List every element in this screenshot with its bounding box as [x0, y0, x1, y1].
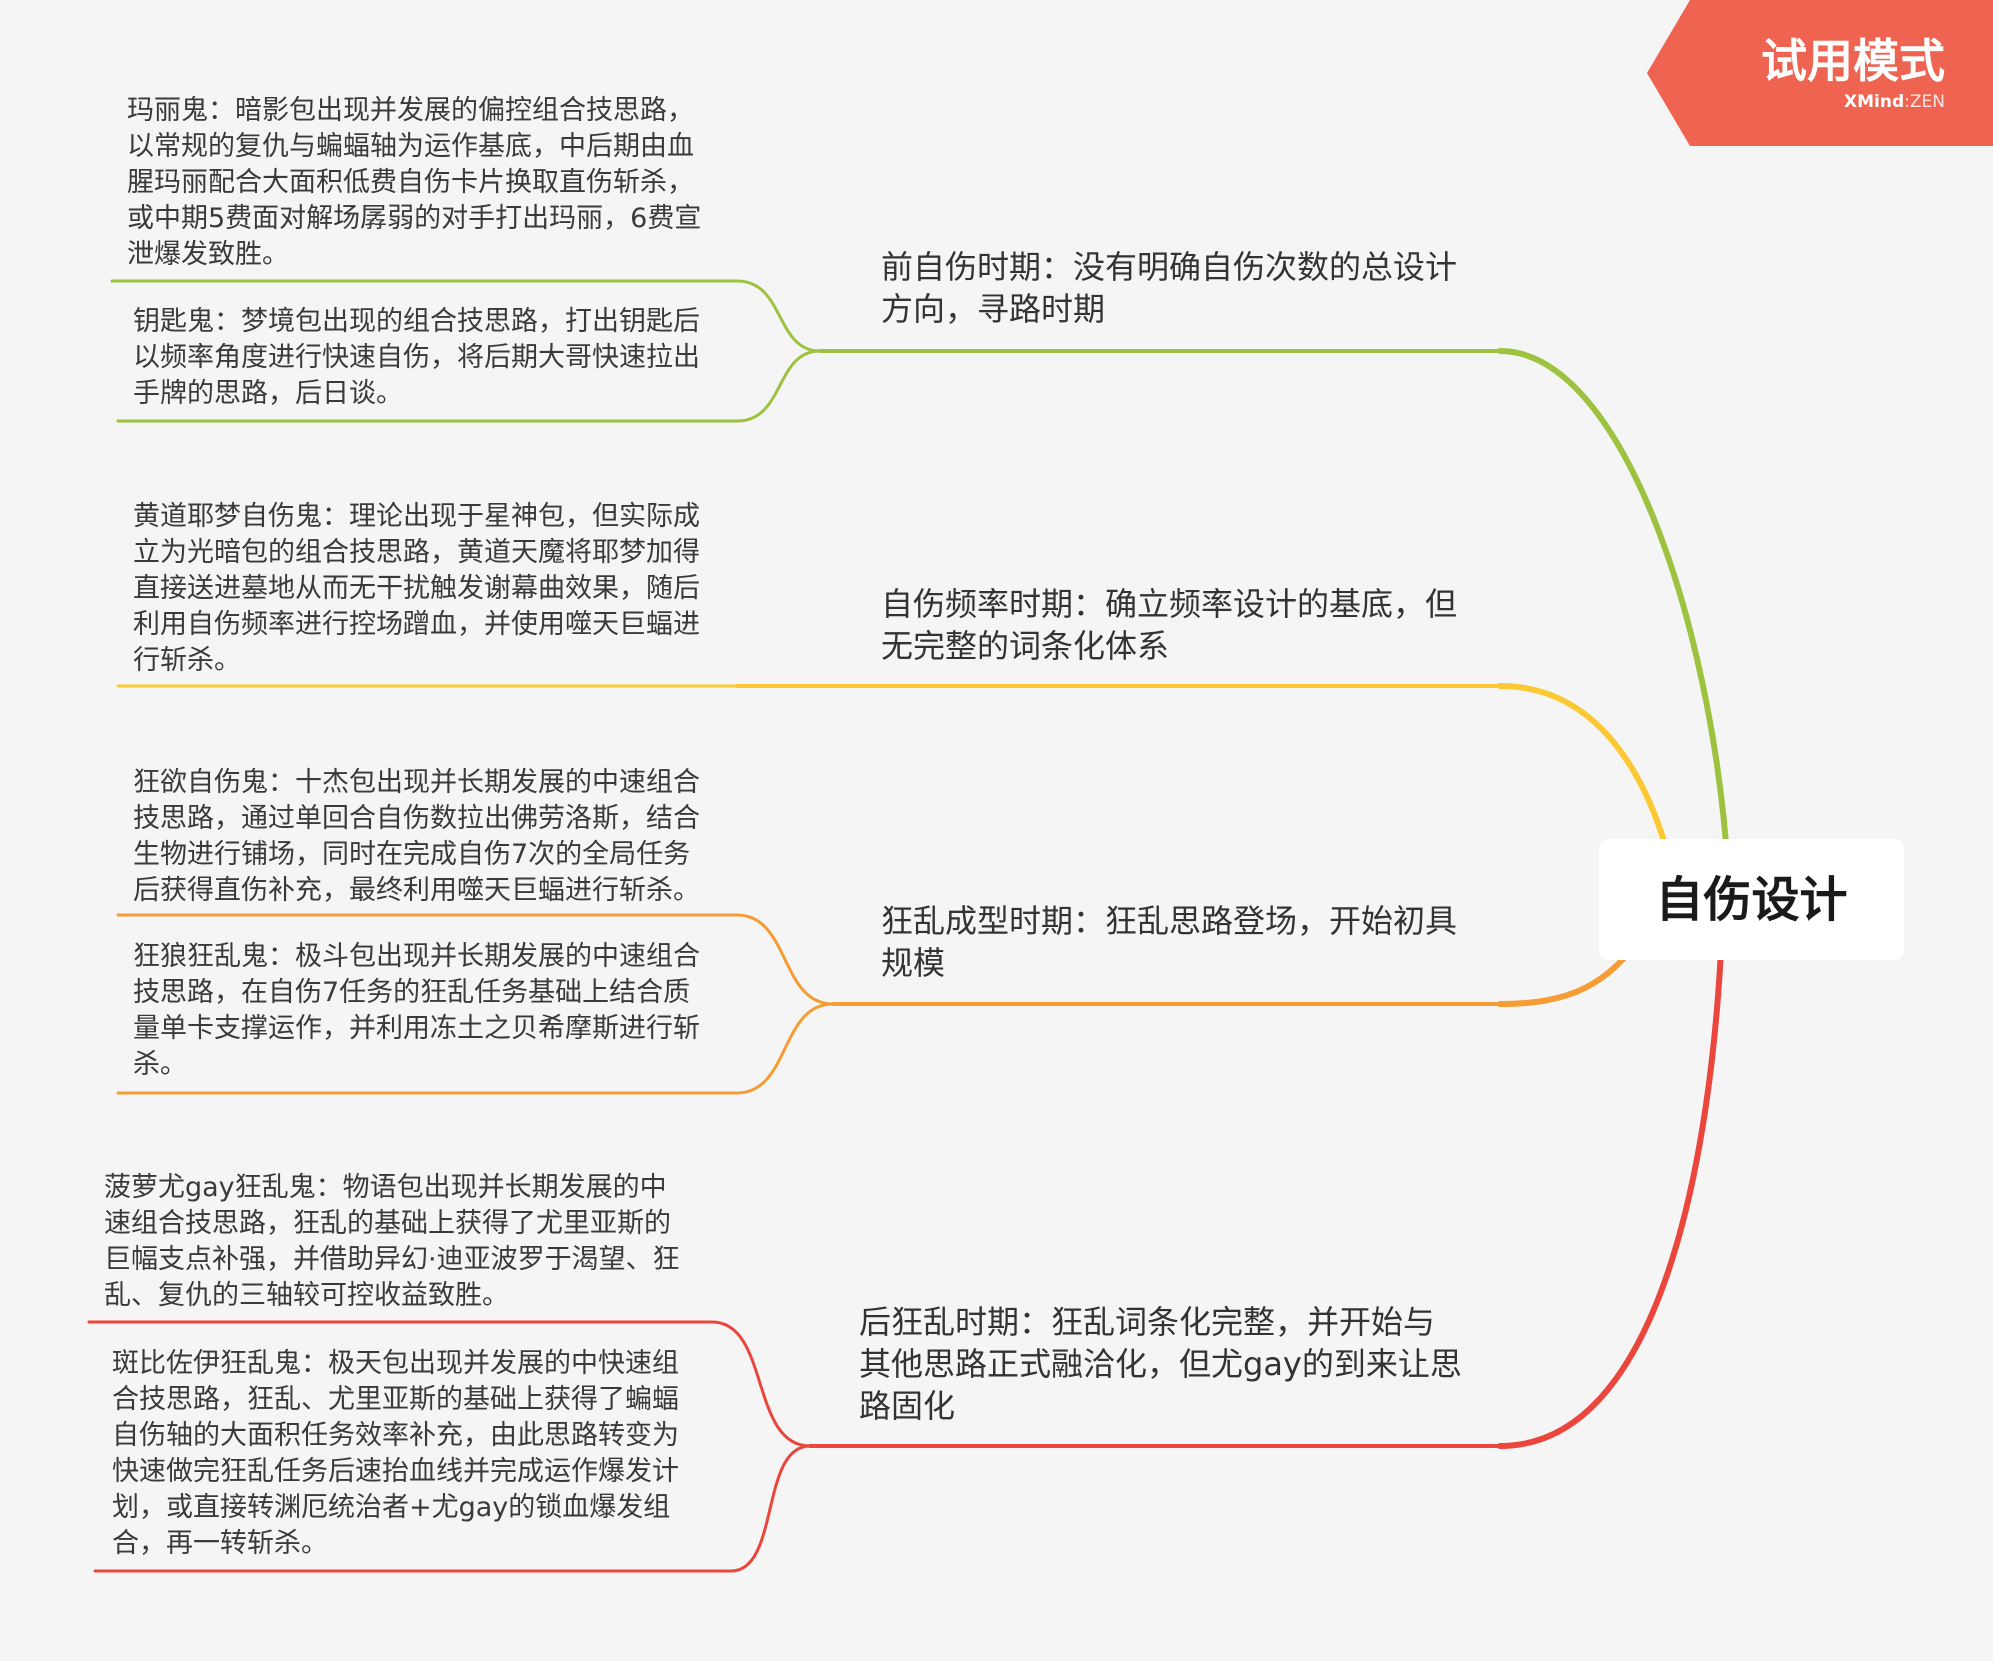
main-topic-4[interactable]: 后狂乱时期：狂乱词条化完整，并开始与 其他思路正式融洽化，但尤gay的到来让思 … — [859, 1303, 1462, 1425]
main-topic-2[interactable]: 自伤频率时期：确立频率设计的基底，但 无完整的词条化体系 — [881, 585, 1458, 665]
subtopic-4-2-connector — [93, 1444, 812, 1573]
main-topic-1[interactable]: 前自伤时期：没有明确自伤次数的总设计 方向，寻路时期 — [881, 248, 1458, 328]
xmind-zen-logo: XMind:ZEN — [1844, 92, 1945, 112]
trial-badge-shape — [1647, 0, 1993, 146]
central-topic-label: 自伤设计 — [1655, 871, 1848, 928]
subtopic-4-2[interactable]: 斑比佐伊狂乱鬼：极天包出现并发展的中快速组 合技思路，狂乱、尤里亚斯的基础上获得… — [112, 1348, 679, 1559]
main-topic-3[interactable]: 狂乱成型时期：狂乱思路登场，开始初具 规模 — [881, 902, 1458, 982]
branch-1-connector — [1497, 348, 1731, 873]
subtopic-4-1[interactable]: 菠萝尤gay狂乱鬼：物语包出现并长期发展的中 速组合技思路，狂乱的基础上获得了尤… — [104, 1172, 680, 1311]
subtopic-3-1-connector — [116, 913, 835, 1006]
trial-mode-badge[interactable]: 试用模式 XMind:ZEN — [1647, 0, 1993, 146]
trial-mode-label: 试用模式 — [1761, 34, 1945, 88]
subtopic-3-2-connector — [116, 1002, 835, 1095]
subtopic-1-2-connector — [116, 349, 822, 423]
subtopic-3-2[interactable]: 狂狼狂乱鬼：极斗包出现并长期发展的中速组合 技思路，在自伤7任务的狂乱任务基础上… — [133, 941, 700, 1080]
subtopic-4-1-connector — [87, 1320, 812, 1448]
subtopic-2-1[interactable]: 黄道耶梦自伤鬼：理论出现于星神包，但实际成 立为光暗包的组合技思路，黄道天魔将耶… — [133, 501, 700, 676]
subtopic-3-1[interactable]: 狂欲自伤鬼：十杰包出现并长期发展的中速组合 技思路，通过单回合自伤数拉出佛劳洛斯… — [133, 767, 700, 906]
central-topic[interactable]: 自伤设计 — [1599, 839, 1904, 960]
zen-edition-text: :ZEN — [1904, 92, 1945, 112]
xmind-brand-text: XMind — [1844, 92, 1905, 112]
subtopic-1-1[interactable]: 玛丽鬼：暗影包出现并发展的偏控组合技思路， 以常规的复仇与蝙蝠轴为运作基底，中后… — [127, 95, 702, 270]
branch-4-connector — [1497, 927, 1725, 1449]
subtopic-1-2[interactable]: 钥匙鬼：梦境包出现的组合技思路，打出钥匙后 以频率角度进行快速自伤，将后期大哥快… — [133, 306, 700, 409]
branch-2-connector — [1497, 683, 1675, 873]
trial-badge-flag — [1647, 0, 1993, 146]
subtopic-1-1-connector — [110, 279, 822, 353]
